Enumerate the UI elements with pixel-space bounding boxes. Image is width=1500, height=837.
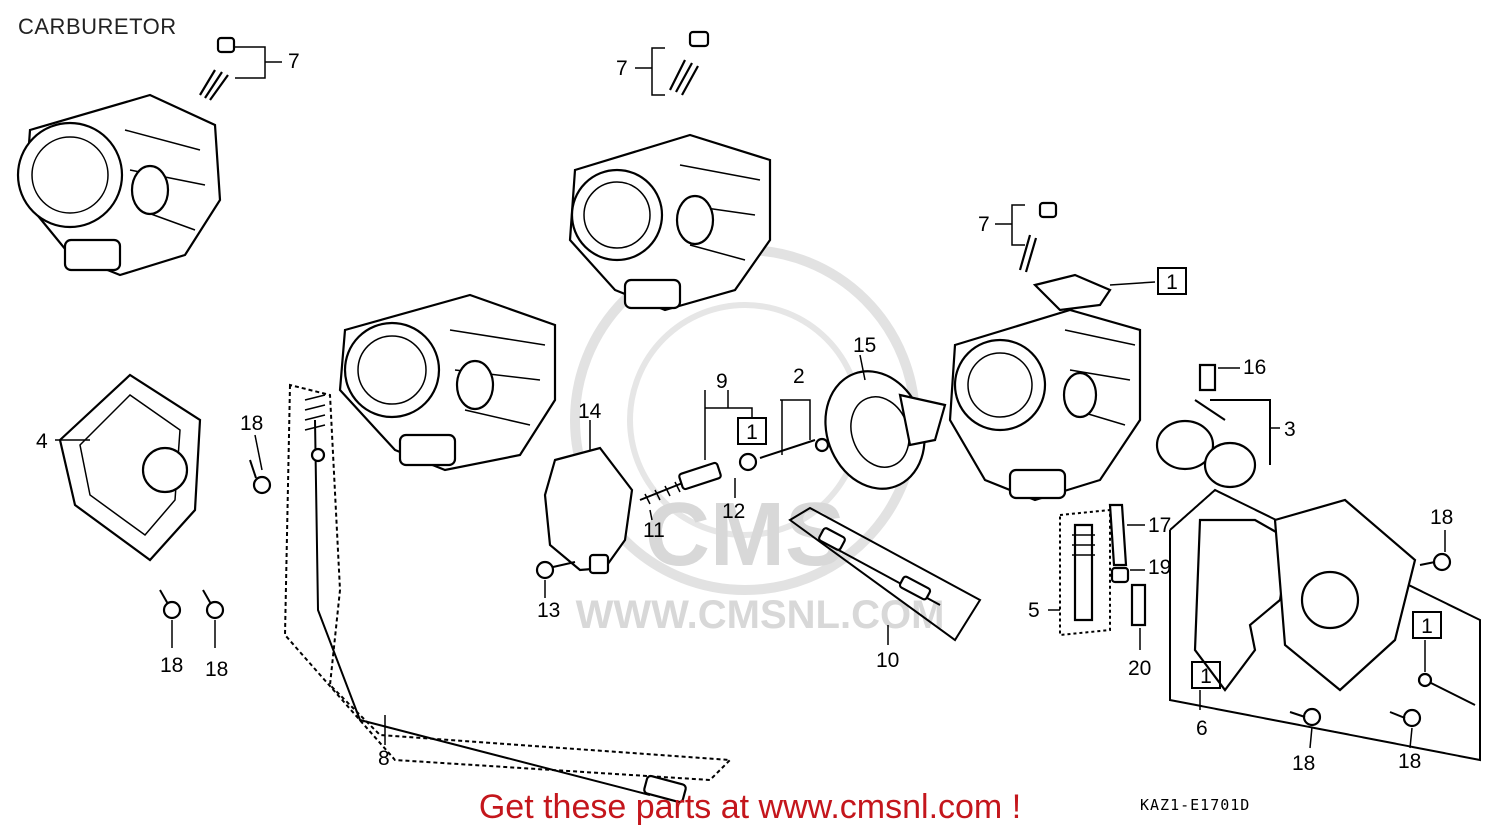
callout-17: 17 [1148,514,1171,537]
promo-link[interactable]: Get these parts at www.cmsnl.com ! [478,788,1022,826]
clip-part-16 [1198,363,1217,392]
watermark-url: WWW.CMSNL.COM [576,593,945,637]
washer-part-19 [1110,566,1130,584]
screw-part-13 [535,560,576,580]
jet-assembly-part-5 [1059,508,1111,637]
callout-18-a: 18 [240,412,263,435]
diaphragm-part-15 [824,370,947,490]
callout-5: 5 [1028,599,1040,622]
watermark: CMS WWW.CMSNL.COM [570,245,945,637]
callout-3: 3 [1284,418,1296,441]
callout-4: 4 [36,430,48,453]
callout-12: 12 [722,500,745,523]
spring-part-7-b [669,30,710,96]
callout-18-d: 18 [1430,506,1453,529]
callout-18-e: 18 [1292,752,1315,775]
callout-11: 11 [643,519,665,542]
diagram-code: KAZ1-E1701D [1140,796,1250,814]
callout-10: 10 [876,649,899,672]
page-title: CARBURETOR [18,14,177,39]
bolt-part-18-c [202,589,225,620]
callout-7-a: 7 [288,50,300,73]
callout-labels: 7 7 7 4 18 18 18 18 18 18 14 9 2 15 16 3… [36,50,1453,814]
callout-2: 2 [793,365,805,388]
o-ring-part-12 [738,452,758,472]
jet-part-20 [1130,583,1147,627]
callout-18-c: 18 [205,658,228,681]
carburetor-body-3 [568,133,772,312]
carburetor-body-2 [338,293,557,472]
carburetor-body-4 [948,308,1142,502]
boxed-callout-1-c: 1 [1412,611,1442,639]
float-chamber-part-4 [58,373,202,562]
callout-20: 20 [1128,657,1151,680]
callout-6: 6 [1196,717,1208,740]
boxed-callout-1-b: 1 [737,417,767,445]
boxed-callout-1-d: 1 [1191,661,1221,689]
callout-19: 19 [1148,556,1171,579]
bolt-part-18-f [1389,708,1422,728]
leader-lines [55,46,1446,749]
needle-part-11 [639,461,722,505]
svg-text:1: 1 [746,421,758,444]
callout-9: 9 [716,370,728,393]
cover-part-14 [543,446,634,575]
plunger-part-3 [1155,399,1271,489]
spring-part-7-a [199,36,236,101]
bolt-part-18-a [249,459,272,495]
throttle-cable-part-8 [283,383,733,804]
pilot-screw-part-10 [788,506,982,642]
callout-15: 15 [853,334,876,357]
float-chamber-part-6 [1169,488,1481,762]
callout-7-b: 7 [616,57,628,80]
callout-8: 8 [378,747,390,770]
bolt-part-18-e [1289,707,1322,727]
spring-part-7-c [1018,201,1058,273]
boxed-callout-1-a: 1 [1157,267,1187,295]
callout-18-f: 18 [1398,750,1421,773]
callout-7-c: 7 [978,213,990,236]
callout-18-b: 18 [160,654,183,677]
callout-16: 16 [1243,356,1266,379]
screw-part-right [1417,672,1476,706]
bolt-part-18-b [159,589,182,620]
callout-13: 13 [537,599,560,622]
svg-text:1: 1 [1200,665,1212,688]
callout-14: 14 [578,400,602,423]
svg-text:1: 1 [1166,271,1178,294]
needle-jet-part-17 [1108,503,1128,567]
svg-text:1: 1 [1421,615,1433,638]
carburetor-body-1 [16,93,222,277]
bolt-part-18-d [1419,552,1452,572]
gasket-part-1 [1032,273,1112,312]
screw-part-2 [759,437,830,459]
